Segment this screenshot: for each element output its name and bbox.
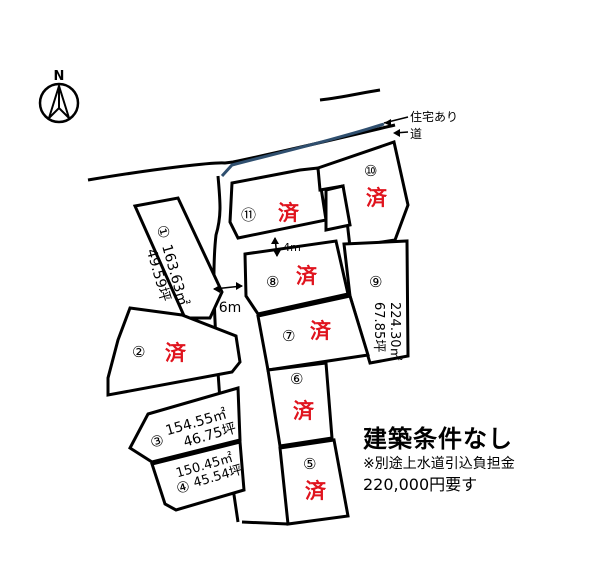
lot-2-number: ② [132, 343, 145, 361]
north-compass-icon [38, 82, 80, 124]
lot-6-sold-mark: 済 [293, 399, 315, 423]
lot-5-parcel[interactable] [278, 438, 350, 526]
lot-11-sold-mark: 済 [278, 201, 300, 225]
lot-4-parcel[interactable] [150, 440, 246, 512]
label-leaders [383, 116, 409, 137]
lot-10-sold-mark: 済 [366, 186, 388, 210]
road-width-dimension [213, 282, 243, 293]
lot-3-number: ③ [148, 431, 166, 452]
lot-4-number: ④ [174, 477, 192, 498]
lot-7-sold-mark: 済 [310, 319, 332, 343]
lot-7-number: ⑦ [282, 327, 295, 345]
access-road-right-edge [241, 520, 289, 526]
lot-7-parcel[interactable] [256, 294, 370, 372]
lot-2-parcel[interactable] [106, 306, 242, 397]
lot-5-sold-mark: 済 [305, 479, 327, 503]
lot-6-number: ⑥ [290, 370, 303, 388]
passage-width-label: 4m [283, 241, 301, 254]
sales-notes: 建築条件なし ※別途上水道引込負担金 220,000円要す [363, 424, 515, 496]
road-width-label: 6m [219, 300, 242, 316]
passage-width-dimension [271, 237, 281, 257]
north-label: N [54, 69, 65, 84]
road-edge-upper [319, 88, 381, 102]
lot-9-labels: 224.30㎡ 67.85坪 [371, 302, 402, 361]
water-supply-fee-amount: 220,000円要す [363, 475, 478, 494]
water-supply-fee-note: ※別途上水道引込負担金 [363, 456, 515, 472]
lot-1-number: ① [153, 223, 174, 241]
lot-10-number: ⑩ [364, 162, 377, 180]
lot-9-number: ⑨ [369, 273, 382, 291]
lot-1-parcel[interactable] [132, 196, 224, 320]
lot-8-number: ⑧ [266, 273, 279, 291]
lot-2-sold-mark: 済 [165, 341, 187, 365]
lot-9-area-sqm: 224.30㎡ [387, 302, 402, 361]
lot-9-area-tsubo: 67.85坪 [371, 302, 386, 352]
lot-9-parcel[interactable] [342, 239, 410, 365]
no-building-conditions-heading: 建築条件なし [363, 425, 513, 453]
lot-10-11-passage [324, 184, 352, 232]
lot-3-parcel[interactable] [128, 386, 242, 464]
road-label: 道 [410, 127, 422, 141]
lot-5-number: ⑤ [303, 455, 316, 473]
lot-3-labels: ③ 154.55㎡ 46.75坪 [148, 406, 238, 452]
lot-6-parcel[interactable] [266, 361, 334, 448]
lot-11-number: ⑪ [241, 206, 256, 224]
existing-houses-label: 住宅あり [410, 109, 458, 124]
lot-8-sold-mark: 済 [296, 264, 318, 288]
lot-8-parcel[interactable] [243, 239, 350, 316]
water-main-line [220, 122, 385, 178]
